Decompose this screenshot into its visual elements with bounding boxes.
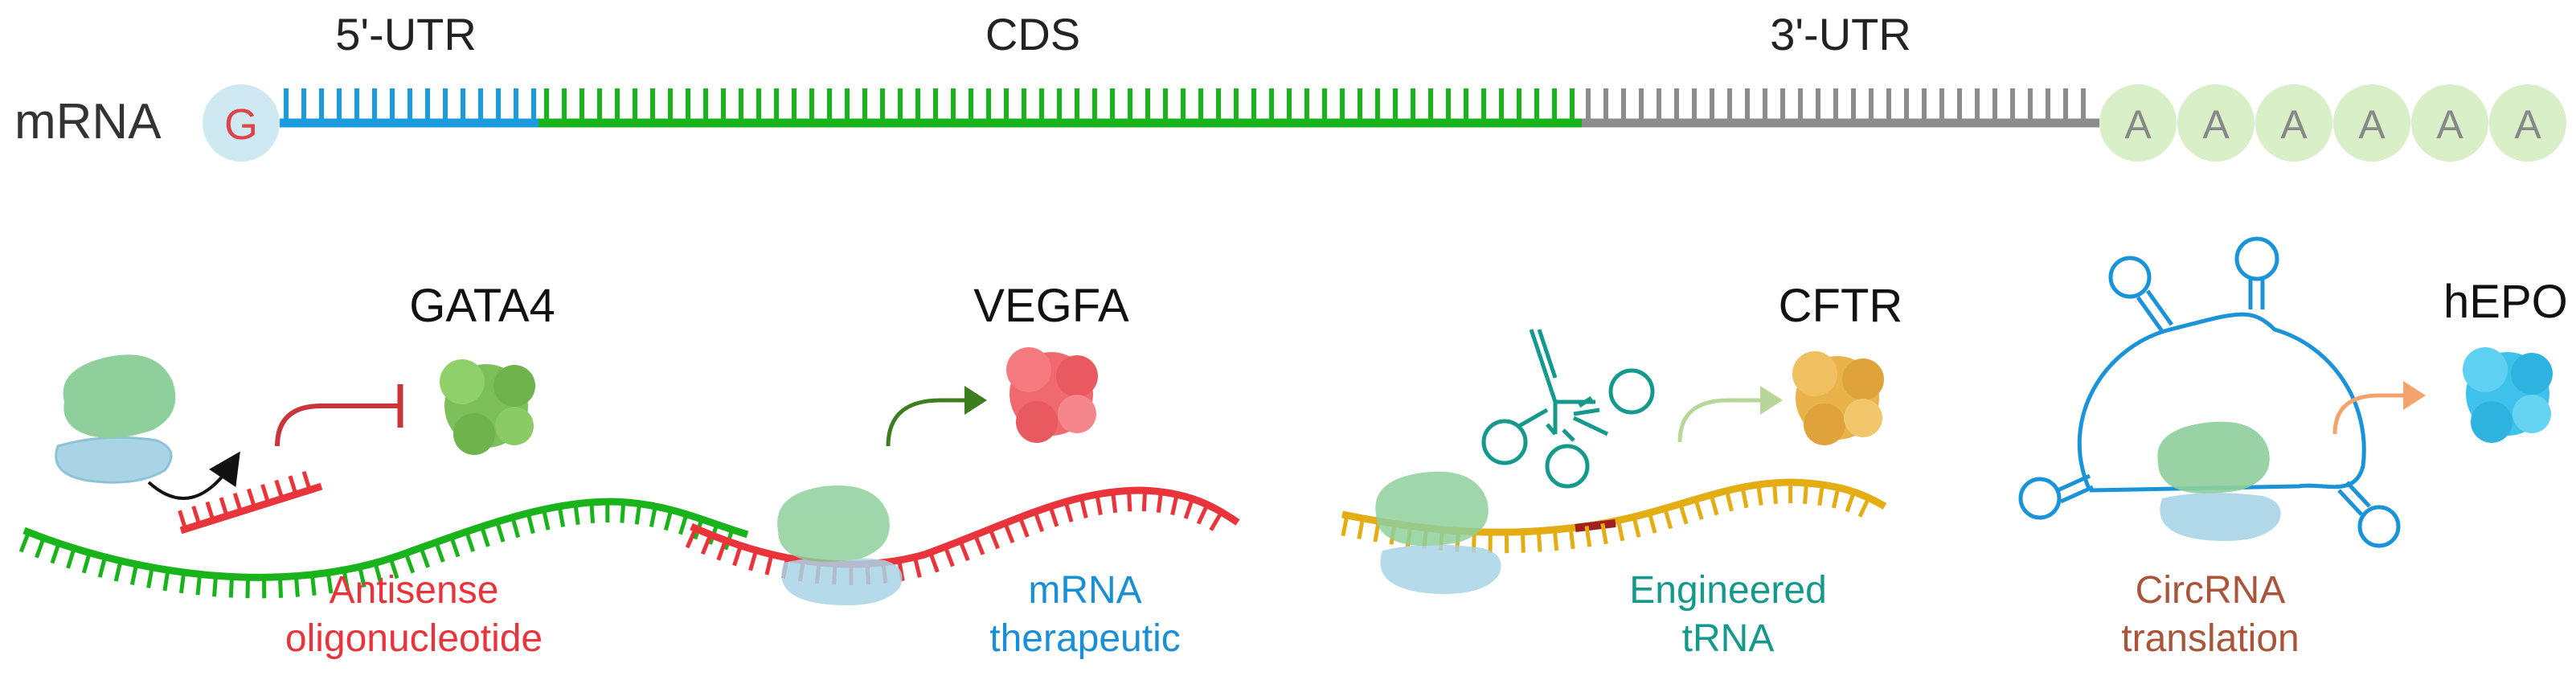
svg-text:A: A: [2124, 102, 2152, 147]
trna-cloverleaf: [1481, 329, 1655, 489]
cds-label: CDS: [985, 9, 1080, 59]
panel-engineered-trna: CFTR Engineered tRNA: [1341, 280, 1903, 660]
utr5-bases: [284, 88, 536, 121]
utr3-bases: [1586, 88, 2086, 121]
svg-text:A: A: [2436, 102, 2463, 147]
translation-arrowhead-2: [964, 386, 987, 415]
translation-arrow-4: [2332, 393, 2407, 435]
inhibition-line: [275, 403, 398, 447]
svg-text:A: A: [2358, 102, 2386, 147]
utr5-label: 5'-UTR: [335, 9, 477, 59]
ribosome-move-arrow: [147, 451, 240, 500]
gata4-protein: [440, 359, 535, 455]
vegfa-label: VEGFA: [973, 280, 1129, 332]
mrna-label: mRNA: [14, 94, 162, 150]
translation-arrowhead-4: [2403, 381, 2426, 410]
cap-letter: G: [224, 100, 258, 149]
ribosome-2: [777, 485, 903, 606]
cap-circle: G: [203, 84, 280, 162]
svg-text:A: A: [2280, 102, 2308, 147]
panel-circrna: hEPO CircRNA translation: [2018, 236, 2568, 660]
poly-a-4: A: [2333, 84, 2410, 162]
vegfa-protein: [1006, 347, 1098, 443]
engineered-trna-caption-line1: Engineered: [1629, 569, 1827, 612]
hepo-protein: [2463, 347, 2553, 443]
gata4-label: GATA4: [409, 280, 555, 332]
mrna-schematic: mRNA G 5'-UTR CDS 3'-UTR A A A: [14, 9, 2566, 162]
panel-mrna-therapeutic: VEGFA mRNA therapeutic: [685, 280, 1240, 660]
poly-a-5: A: [2411, 84, 2488, 162]
translation-arrow-3: [1677, 398, 1764, 443]
svg-text:A: A: [2514, 102, 2541, 147]
ribosome-4: [2157, 421, 2281, 542]
circrna-loop: [2018, 236, 2401, 548]
circrna-caption-line1: CircRNA: [2136, 569, 2286, 612]
antisense-oligo: [179, 482, 323, 535]
poly-a-3: A: [2255, 84, 2332, 162]
cftr-label: CFTR: [1779, 280, 1903, 332]
antisense-caption-line1: Antisense: [330, 569, 499, 612]
target-mrna-bases: [18, 502, 735, 599]
poly-a-6: A: [2489, 84, 2566, 162]
mrna-therapeutic-caption-line1: mRNA: [1028, 569, 1141, 612]
circrna-caption-line2: translation: [2121, 617, 2299, 660]
translation-arrowhead-3: [1760, 386, 1783, 415]
antisense-caption-line2: oligonucleotide: [285, 617, 543, 660]
svg-text:A: A: [2202, 102, 2230, 147]
cds-bases: [544, 88, 1575, 121]
panel-antisense: GATA4 Antisense oligonucleotide: [18, 280, 749, 660]
cftr-protein: [1792, 351, 1884, 445]
mrna-therapeutic-caption-line2: therapeutic: [989, 617, 1181, 660]
engineered-trna-caption-line2: tRNA: [1682, 617, 1775, 660]
poly-a-2: A: [2177, 84, 2255, 162]
poly-a-tail: A A A A A A: [2099, 84, 2566, 162]
codon-highlight: [1575, 519, 1616, 532]
utr3-label: 3'-UTR: [1770, 9, 1911, 59]
ribosome-3: [1375, 471, 1501, 595]
ribosome-1: [55, 354, 176, 484]
antisense-oligo-bases: [178, 470, 312, 530]
hepo-label: hEPO: [2443, 276, 2568, 328]
poly-a-1: A: [2099, 84, 2177, 162]
target-mrna-strand: [23, 498, 749, 581]
therapeutic-mrna-strand: [690, 486, 1240, 568]
translation-arrow-2: [886, 398, 969, 447]
